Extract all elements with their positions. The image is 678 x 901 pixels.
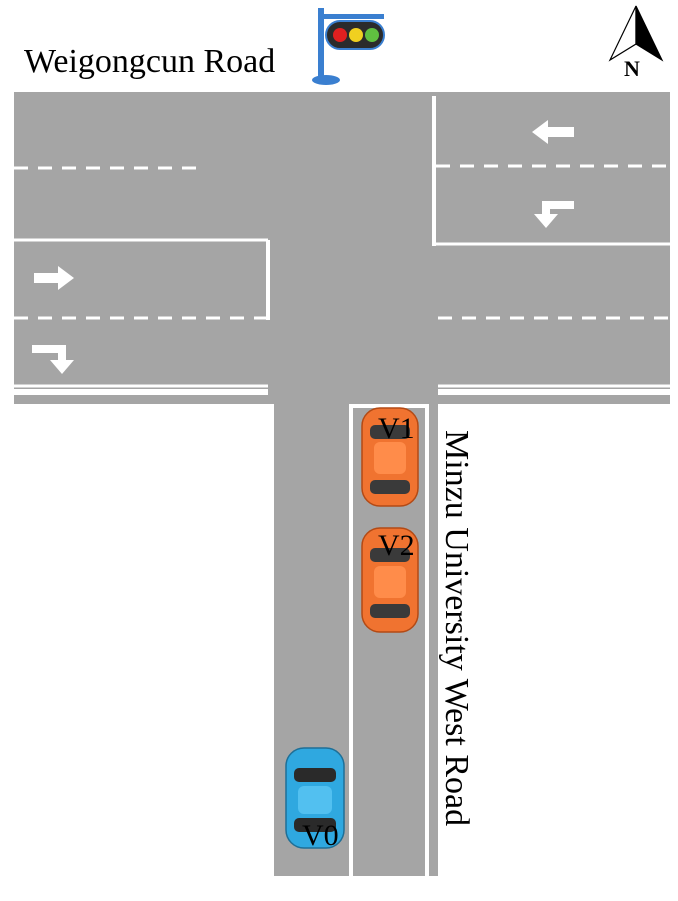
vehicle-v1: V1: [361, 407, 419, 507]
road-edge-bottom-left: [14, 389, 268, 395]
vehicle-label: V0: [302, 819, 339, 852]
road-edge-bottom-right: [438, 389, 670, 395]
red-light: [333, 28, 347, 42]
north-arrow-icon: N: [608, 5, 664, 81]
north-label: N: [624, 56, 640, 81]
car-roof: [374, 442, 406, 474]
green-light: [365, 28, 379, 42]
car-roof: [298, 786, 332, 814]
car-rear-window: [294, 818, 336, 832]
stop-line-west: [266, 240, 270, 320]
stop-line-south: [351, 404, 427, 408]
stop-line-east: [432, 96, 436, 246]
traffic-light-icon: [312, 8, 385, 85]
vertical-road-edge-left: [268, 404, 274, 876]
yellow-light: [349, 28, 363, 42]
vehicle-label: V1: [378, 412, 415, 445]
vertical-road-lane-divider: [349, 404, 353, 876]
road-edge-top: [14, 86, 670, 92]
vertical-road-name: Minzu University West Road: [438, 430, 475, 827]
car-windshield: [370, 548, 410, 562]
vehicle-label: V2: [378, 529, 415, 562]
arrow-straight-west: [532, 120, 574, 144]
vertical-road-edge-right: [425, 404, 429, 876]
vehicle-v0: V0: [285, 747, 345, 852]
car-windshield: [294, 768, 336, 782]
car-rear-window: [370, 604, 410, 618]
car-rear-window: [370, 480, 410, 494]
arrow-left-turn: [534, 201, 574, 228]
arrow-right-turn: [32, 345, 74, 374]
vehicle-v2: V2: [361, 527, 419, 633]
horizontal-road-name: Weigongcun Road: [24, 43, 276, 80]
car-windshield: [370, 425, 410, 439]
arrow-straight-east: [34, 266, 74, 290]
car-roof: [374, 566, 406, 598]
